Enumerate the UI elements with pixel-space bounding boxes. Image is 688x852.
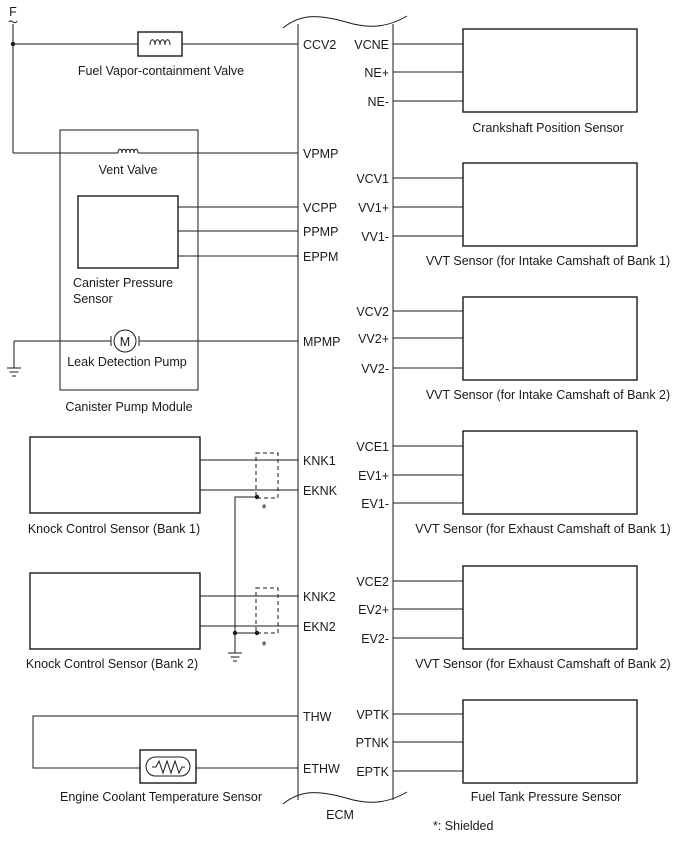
pin-ptnk: PTNK — [356, 736, 390, 750]
pin-eptk: EPTK — [356, 765, 389, 779]
vvt-exhaust-bank1: VVT Sensor (for Exhaust Camshaft of Bank… — [393, 430, 671, 536]
pin-vv2-plus: VV2+ — [358, 332, 389, 346]
vent-valve-coil-icon — [117, 148, 139, 154]
ecm-right-pins: VCNE NE+ NE- VCV1 VV1+ VV1- VCV2 VV2+ VV… — [354, 38, 389, 779]
pin-vv2-minus: VV2- — [361, 362, 389, 376]
pin-vce2: VCE2 — [356, 575, 389, 589]
canister-pump-module: Canister Pump Module Vent Valve Canister… — [7, 129, 298, 414]
shield-mark: * — [262, 502, 267, 516]
canister-pressure-sensor-label-2: Sensor — [73, 292, 113, 306]
pin-ev2-minus: EV2- — [361, 632, 389, 646]
canister-pressure-sensor-label-1: Canister Pressure — [73, 276, 173, 290]
supply-f: F — [8, 5, 18, 153]
ecm-left-pins: CCV2 VPMP VCPP PPMP EPPM MPMP KNK1 EKNK … — [303, 38, 341, 776]
pin-vcne: VCNE — [354, 38, 389, 52]
ecm-unit: ECM — [282, 15, 408, 822]
pin-vcpp: VCPP — [303, 201, 337, 215]
fuel-tank-pressure-label: Fuel Tank Pressure Sensor — [471, 790, 622, 804]
thermistor-icon — [152, 759, 185, 775]
pin-vcv2: VCV2 — [356, 305, 389, 319]
pin-vptk: VPTK — [356, 708, 389, 722]
pin-thw: THW — [303, 710, 332, 724]
canister-pump-module-label: Canister Pump Module — [65, 400, 192, 414]
motor-icon — [113, 329, 137, 353]
shield-ground — [228, 496, 260, 662]
fuel-vapor-valve-label: Fuel Vapor-containment Valve — [78, 64, 244, 78]
footnote: *: Shielded — [433, 819, 494, 833]
leak-detection-pump-label: Leak Detection Pump — [67, 355, 187, 369]
vvt-intake-b1-label: VVT Sensor (for Intake Camshaft of Bank … — [426, 254, 670, 268]
pin-ekn2: EKN2 — [303, 620, 336, 634]
pin-vcv1: VCV1 — [356, 172, 389, 186]
pin-mpmp: MPMP — [303, 335, 341, 349]
crankshaft-label: Crankshaft Position Sensor — [472, 121, 623, 135]
pin-vpmp: VPMP — [303, 147, 338, 161]
knock-bank2-label: Knock Control Sensor (Bank 2) — [26, 657, 198, 671]
vvt-intake-b2-label: VVT Sensor (for Intake Camshaft of Bank … — [426, 388, 670, 402]
knock-bank1-label: Knock Control Sensor (Bank 1) — [28, 522, 200, 536]
coolant-temp-label: Engine Coolant Temperature Sensor — [60, 790, 262, 804]
pin-ne-plus: NE+ — [364, 66, 389, 80]
pin-ev1-plus: EV1+ — [358, 469, 389, 483]
vvt-exhaust-b1-label: VVT Sensor (for Exhaust Camshaft of Bank… — [415, 522, 670, 536]
pin-ppmp: PPMP — [303, 225, 338, 239]
pin-vv1-minus: VV1- — [361, 230, 389, 244]
ground-icon — [228, 652, 242, 662]
pin-vv1-plus: VV1+ — [358, 201, 389, 215]
crankshaft-sensor: Crankshaft Position Sensor — [393, 28, 638, 135]
pin-knk1: KNK1 — [303, 454, 336, 468]
ground-icon — [7, 367, 21, 377]
vvt-exhaust-bank2: VVT Sensor (for Exhaust Camshaft of Bank… — [393, 565, 671, 671]
pin-knk2: KNK2 — [303, 590, 336, 604]
coolant-temp-sensor: Engine Coolant Temperature Sensor — [32, 715, 298, 804]
vvt-intake-bank2: VVT Sensor (for Intake Camshaft of Bank … — [393, 296, 670, 402]
supply-f-label: F — [9, 5, 17, 19]
vvt-exhaust-b2-label: VVT Sensor (for Exhaust Camshaft of Bank… — [415, 657, 670, 671]
knock-sensor-bank2: * Knock Control Sensor (Bank 2) — [26, 572, 298, 671]
vvt-intake-bank1: VVT Sensor (for Intake Camshaft of Bank … — [393, 162, 670, 268]
junction-dot — [254, 630, 260, 636]
pin-eknk: EKNK — [303, 484, 338, 498]
pin-ev2-plus: EV2+ — [358, 603, 389, 617]
shield-mark: * — [262, 639, 267, 653]
shield-box — [255, 587, 279, 634]
pin-ethw: ETHW — [303, 762, 340, 776]
knock-sensor-bank1: * Knock Control Sensor (Bank 1) — [28, 436, 298, 536]
fuel-vapor-valve: Fuel Vapor-containment Valve — [13, 31, 298, 78]
pin-ccv2: CCV2 — [303, 38, 336, 52]
vent-valve-label: Vent Valve — [99, 163, 158, 177]
pin-vce1: VCE1 — [356, 440, 389, 454]
ecm-label: ECM — [326, 808, 354, 822]
shield-box — [255, 452, 279, 499]
pin-ne-minus: NE- — [367, 95, 389, 109]
motor-symbol: M — [120, 335, 130, 349]
coil-icon — [149, 39, 171, 46]
pin-eppm: EPPM — [303, 250, 338, 264]
pin-ev1-minus: EV1- — [361, 497, 389, 511]
fuel-tank-pressure-sensor: Fuel Tank Pressure Sensor — [393, 699, 638, 804]
